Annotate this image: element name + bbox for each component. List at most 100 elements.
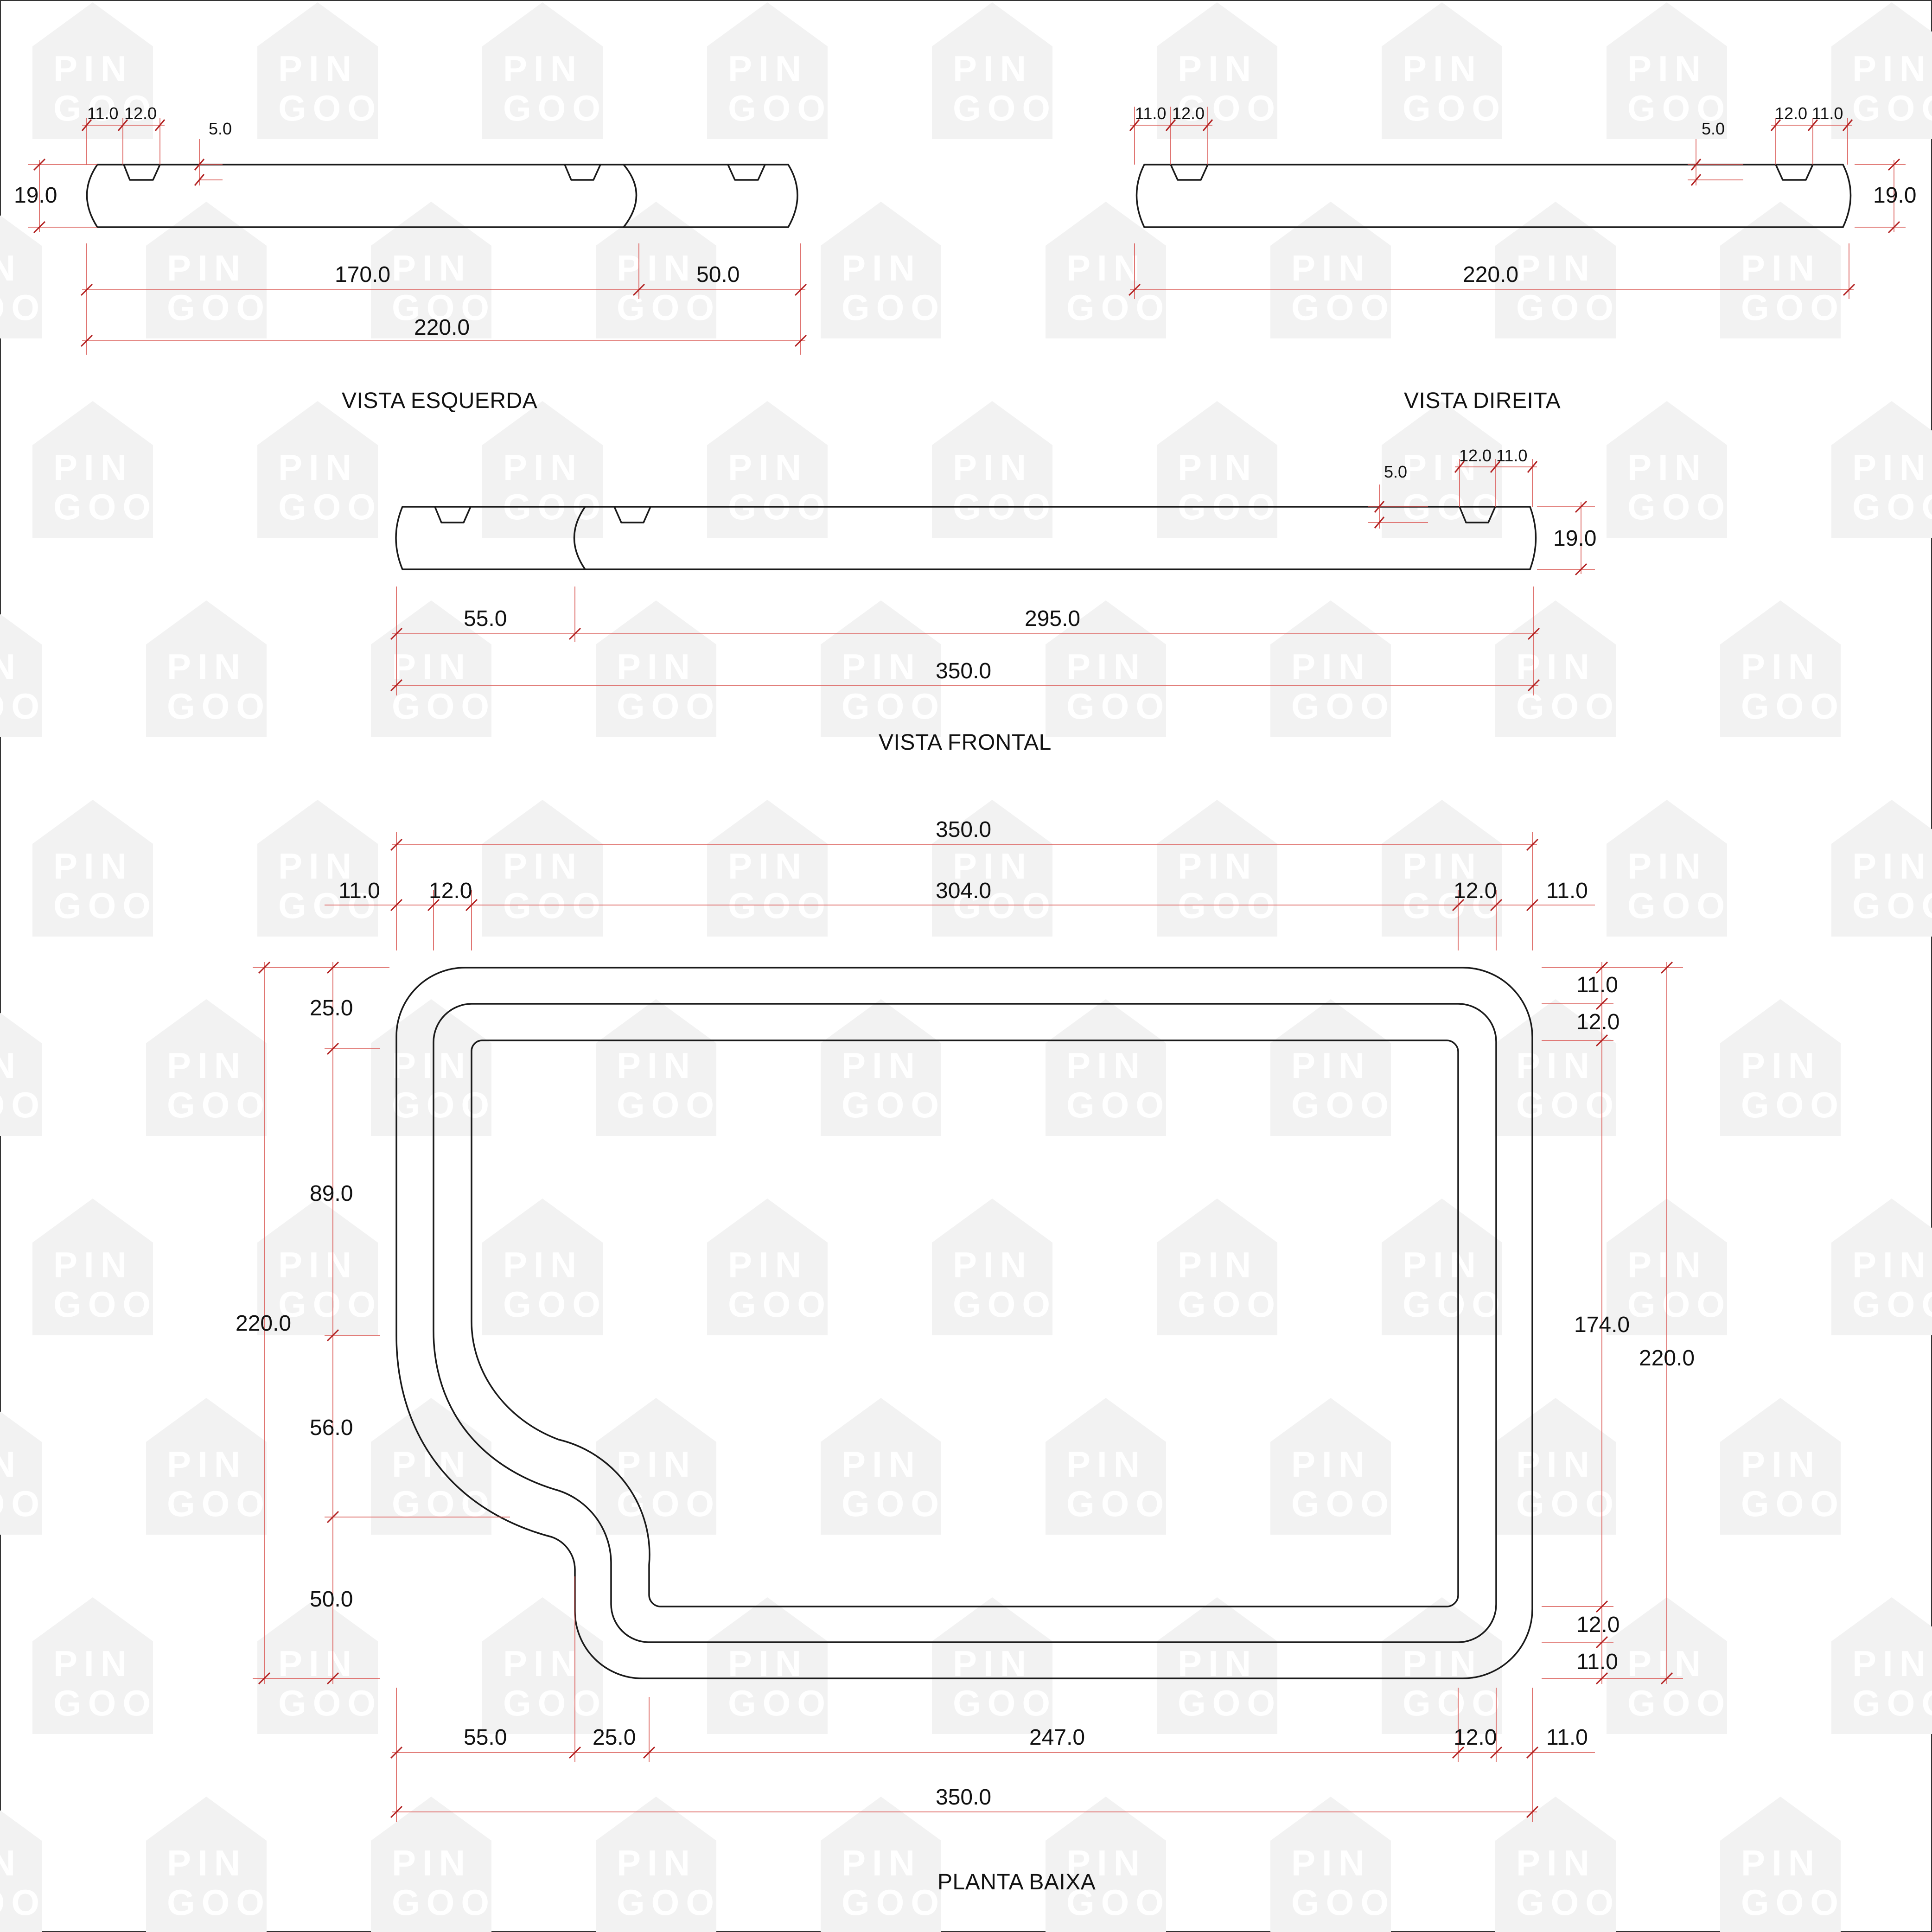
- svg-text:PIN: PIN: [53, 48, 133, 89]
- plan-top-11-left-label: 11.0: [338, 879, 380, 903]
- plan-top-total-label: 350.0: [936, 817, 991, 842]
- svg-text:PIN: PIN: [392, 646, 472, 687]
- svg-text:PIN: PIN: [392, 1843, 472, 1883]
- svg-text:GOO: GOO: [53, 486, 157, 527]
- svg-text:GOO: GOO: [1852, 88, 1932, 128]
- svg-text:GOO: GOO: [1066, 1882, 1170, 1923]
- plan-right-11-bottom-label: 11.0: [1576, 1650, 1618, 1674]
- left-height-label: 19.0: [14, 183, 57, 208]
- svg-text:PIN: PIN: [728, 1643, 808, 1684]
- svg-text:GOO: GOO: [53, 1683, 157, 1723]
- svg-text:GOO: GOO: [1741, 1483, 1845, 1524]
- plan-right-total-label: 220.0: [1639, 1346, 1695, 1371]
- left-view-title: VISTA ESQUERDA: [342, 389, 537, 413]
- plan-left-50-label: 50.0: [310, 1587, 353, 1612]
- svg-text:PIN: PIN: [1741, 1843, 1821, 1883]
- svg-text:PIN: PIN: [1516, 248, 1596, 288]
- right-step-label: 5.0: [1702, 119, 1725, 138]
- svg-text:PIN: PIN: [1066, 1444, 1146, 1485]
- front-seg-a-label: 55.0: [464, 606, 507, 631]
- plan-left-25-label: 25.0: [310, 996, 353, 1020]
- svg-text:GOO: GOO: [503, 88, 607, 128]
- svg-text:PIN: PIN: [1291, 1045, 1371, 1086]
- svg-text:PIN: PIN: [1066, 646, 1146, 687]
- svg-text:PIN: PIN: [1403, 48, 1482, 89]
- svg-text:GOO: GOO: [1066, 287, 1170, 328]
- svg-text:GOO: GOO: [842, 287, 945, 328]
- svg-text:GOO: GOO: [392, 287, 496, 328]
- svg-text:PIN: PIN: [1178, 1244, 1257, 1285]
- svg-text:GOO: GOO: [1403, 885, 1506, 926]
- svg-text:PIN: PIN: [617, 1045, 696, 1086]
- svg-text:PIN: PIN: [842, 1444, 921, 1485]
- svg-text:PIN: PIN: [1852, 1643, 1932, 1684]
- plan-right-11-top-label: 11.0: [1576, 973, 1618, 997]
- right-top-11-right-label: 11.0: [1812, 104, 1843, 123]
- svg-text:PIN: PIN: [167, 1045, 247, 1086]
- svg-text:GOO: GOO: [0, 287, 46, 328]
- svg-text:GOO: GOO: [1066, 1483, 1170, 1524]
- svg-text:PIN: PIN: [1291, 1843, 1371, 1883]
- svg-text:PIN: PIN: [278, 1643, 358, 1684]
- svg-text:GOO: GOO: [1178, 88, 1282, 128]
- svg-text:PIN: PIN: [1178, 447, 1257, 488]
- svg-text:GOO: GOO: [1516, 686, 1620, 727]
- plan-inner-contour: [471, 1039, 1459, 1607]
- svg-text:GOO: GOO: [278, 885, 382, 926]
- svg-text:PIN: PIN: [1403, 1244, 1482, 1285]
- svg-text:PIN: PIN: [1178, 48, 1257, 89]
- svg-text:PIN: PIN: [1178, 846, 1257, 886]
- view-right: 11.0 12.0 12.0 11.0 5.0 19.0 220.0 VI: [1128, 104, 1916, 413]
- front-step-label: 5.0: [1384, 462, 1407, 481]
- svg-text:GOO: GOO: [392, 1483, 496, 1524]
- svg-text:GOO: GOO: [1741, 686, 1845, 727]
- svg-text:PIN: PIN: [1627, 447, 1707, 488]
- front-height-label: 19.0: [1553, 526, 1596, 551]
- plan-left-89-label: 89.0: [310, 1181, 353, 1206]
- front-view-outline: [395, 506, 1537, 570]
- plan-bottom-11-label: 11.0: [1546, 1725, 1588, 1750]
- svg-text:GOO: GOO: [1403, 1683, 1506, 1723]
- svg-text:GOO: GOO: [1627, 486, 1731, 527]
- svg-text:GOO: GOO: [53, 88, 157, 128]
- right-top-12-right-label: 12.0: [1775, 104, 1807, 123]
- svg-text:GOO: GOO: [1741, 1084, 1845, 1125]
- svg-text:PIN: PIN: [167, 248, 247, 288]
- plan-bottom-total-label: 350.0: [936, 1785, 991, 1810]
- svg-text:GOO: GOO: [1627, 88, 1731, 128]
- svg-text:GOO: GOO: [728, 88, 832, 128]
- right-view-notch: [1775, 164, 1814, 181]
- svg-text:GOO: GOO: [53, 885, 157, 926]
- right-height-label: 19.0: [1873, 183, 1916, 208]
- svg-text:GOO: GOO: [167, 1882, 271, 1923]
- svg-text:GOO: GOO: [1291, 287, 1395, 328]
- left-view-outline: [86, 164, 798, 228]
- plan-view-title: PLANTA BAIXA: [937, 1870, 1096, 1894]
- front-top-11-label: 11.0: [1496, 446, 1527, 465]
- svg-text:GOO: GOO: [0, 1882, 46, 1923]
- svg-text:GOO: GOO: [0, 1483, 46, 1524]
